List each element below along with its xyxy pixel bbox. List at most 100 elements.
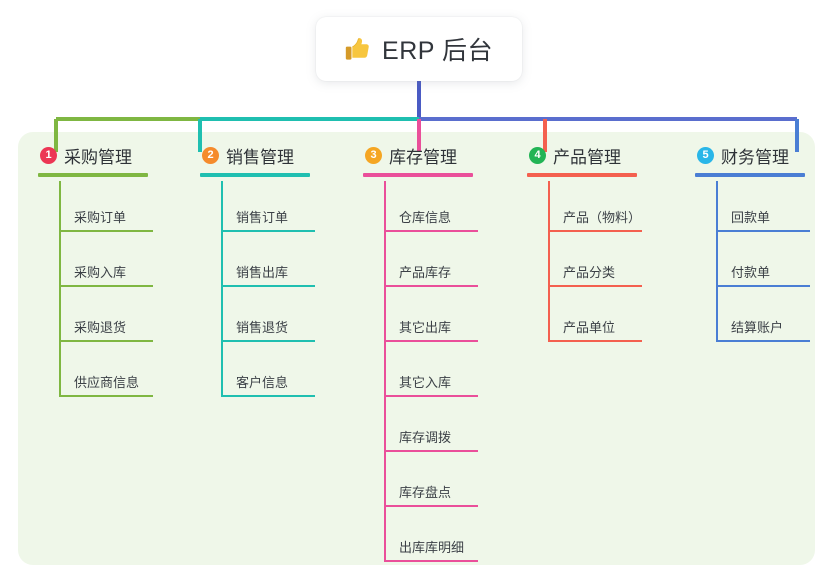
column-title: 采购管理 bbox=[64, 147, 132, 167]
leaf-item-label: 库存盘点 bbox=[399, 485, 452, 500]
leaf-item-label: 供应商信息 bbox=[74, 375, 140, 390]
leaf-item-label: 采购退货 bbox=[74, 320, 127, 335]
column-underline bbox=[200, 173, 310, 177]
leaf-item-underline bbox=[221, 230, 315, 232]
column-2: 2 销售管理销售订单销售出库销售退货客户信息 bbox=[200, 140, 315, 401]
column-header-3[interactable]: 3 库存管理 bbox=[363, 140, 473, 178]
column-items: 产品（物料） 产品分类产品单位 bbox=[527, 181, 642, 346]
leaf-item-underline bbox=[716, 340, 810, 342]
column-header-row: 2 销售管理 bbox=[200, 140, 294, 170]
leaf-item[interactable]: 回款单 bbox=[695, 181, 810, 236]
leaf-item-underline bbox=[548, 230, 642, 232]
leaf-item-underline bbox=[59, 285, 153, 287]
column-spine bbox=[59, 181, 61, 397]
column-items: 销售订单销售出库销售退货客户信息 bbox=[200, 181, 315, 401]
leaf-item-label: 回款单 bbox=[731, 210, 771, 225]
leaf-item[interactable]: 其它出库 bbox=[363, 291, 478, 346]
root-node-card[interactable]: ERP 后台 bbox=[316, 17, 522, 81]
column-spine bbox=[221, 181, 223, 397]
leaf-item[interactable]: 库存调拨 bbox=[363, 401, 478, 456]
leaf-item-underline bbox=[221, 340, 315, 342]
column-index-badge: 5 bbox=[697, 146, 714, 164]
leaf-item-label: 产品分类 bbox=[563, 265, 616, 280]
column-underline bbox=[695, 173, 805, 177]
leaf-item-label: 采购入库 bbox=[74, 265, 127, 280]
leaf-item[interactable]: 产品（物料） bbox=[527, 181, 642, 236]
column-header-1[interactable]: 1 采购管理 bbox=[38, 140, 148, 178]
leaf-item-label: 其它出库 bbox=[399, 320, 452, 335]
leaf-item[interactable]: 结算账户 bbox=[695, 291, 810, 346]
leaf-item-label: 出库库明细 bbox=[399, 540, 465, 555]
root-node-content: ERP 后台 bbox=[345, 31, 493, 67]
leaf-item-label: 结算账户 bbox=[731, 320, 784, 335]
leaf-item-label: 库存调拨 bbox=[399, 430, 452, 445]
leaf-item[interactable]: 产品分类 bbox=[527, 236, 642, 291]
column-spine bbox=[548, 181, 550, 342]
column-items: 回款单付款单结算账户 bbox=[695, 181, 810, 346]
leaf-item[interactable]: 采购入库 bbox=[38, 236, 153, 291]
leaf-item-underline bbox=[548, 285, 642, 287]
leaf-item-underline bbox=[384, 340, 478, 342]
column-3: 3 库存管理仓库信息产品库存其它出库其它入库库存调拨库存盘点出库库明细 bbox=[363, 140, 478, 566]
leaf-item[interactable]: 仓库信息 bbox=[363, 181, 478, 236]
leaf-item[interactable]: 产品库存 bbox=[363, 236, 478, 291]
leaf-item-underline bbox=[221, 285, 315, 287]
column-header-row: 1 采购管理 bbox=[38, 140, 132, 170]
leaf-item[interactable]: 销售出库 bbox=[200, 236, 315, 291]
leaf-item-underline bbox=[384, 285, 478, 287]
column-items: 仓库信息产品库存其它出库其它入库库存调拨库存盘点出库库明细 bbox=[363, 181, 478, 566]
leaf-item-underline bbox=[716, 230, 810, 232]
thumbs-up-icon bbox=[345, 37, 369, 60]
column-title: 库存管理 bbox=[389, 147, 457, 167]
column-spine bbox=[384, 181, 386, 562]
leaf-item-underline bbox=[384, 230, 478, 232]
column-index-badge: 1 bbox=[40, 146, 57, 164]
leaf-item-label: 其它入库 bbox=[399, 375, 452, 390]
leaf-item[interactable]: 采购退货 bbox=[38, 291, 153, 346]
column-index-badge: 3 bbox=[365, 146, 382, 164]
column-title: 销售管理 bbox=[226, 147, 294, 167]
leaf-item-label: 客户信息 bbox=[236, 375, 289, 390]
leaf-item-underline bbox=[548, 340, 642, 342]
column-header-2[interactable]: 2 销售管理 bbox=[200, 140, 310, 178]
column-header-row: 3 库存管理 bbox=[363, 140, 457, 170]
leaf-item-underline bbox=[384, 560, 478, 562]
leaf-item[interactable]: 其它入库 bbox=[363, 346, 478, 401]
leaf-item-underline bbox=[716, 285, 810, 287]
leaf-item-label: 销售出库 bbox=[236, 265, 289, 280]
leaf-item[interactable]: 采购订单 bbox=[38, 181, 153, 236]
leaf-item-underline bbox=[384, 450, 478, 452]
leaf-item-label: 仓库信息 bbox=[399, 210, 452, 225]
column-spine bbox=[716, 181, 718, 342]
leaf-item[interactable]: 付款单 bbox=[695, 236, 810, 291]
leaf-item-label: 销售退货 bbox=[236, 320, 289, 335]
leaf-item-label: 产品单位 bbox=[563, 320, 616, 335]
column-title: 产品管理 bbox=[553, 147, 621, 167]
column-1: 1 采购管理采购订单采购入库采购退货供应商信息 bbox=[38, 140, 153, 401]
leaf-item-underline bbox=[59, 340, 153, 342]
leaf-item-label: 产品库存 bbox=[399, 265, 452, 280]
leaf-item[interactable]: 销售退货 bbox=[200, 291, 315, 346]
leaf-item[interactable]: 出库库明细 bbox=[363, 511, 478, 566]
leaf-item[interactable]: 客户信息 bbox=[200, 346, 315, 401]
leaf-item-label: 销售订单 bbox=[236, 210, 289, 225]
leaf-item-label: 付款单 bbox=[731, 265, 771, 280]
column-index-badge: 2 bbox=[202, 146, 219, 164]
leaf-item-underline bbox=[384, 505, 478, 507]
leaf-item-label: 采购订单 bbox=[74, 210, 127, 225]
leaf-item-underline bbox=[221, 395, 315, 397]
root-node-title: ERP 后台 bbox=[382, 37, 493, 65]
leaf-item[interactable]: 库存盘点 bbox=[363, 456, 478, 511]
content-panel bbox=[18, 132, 815, 565]
leaf-item[interactable]: 产品单位 bbox=[527, 291, 642, 346]
leaf-item[interactable]: 销售订单 bbox=[200, 181, 315, 236]
leaf-item[interactable]: 供应商信息 bbox=[38, 346, 153, 401]
column-underline bbox=[527, 173, 637, 177]
